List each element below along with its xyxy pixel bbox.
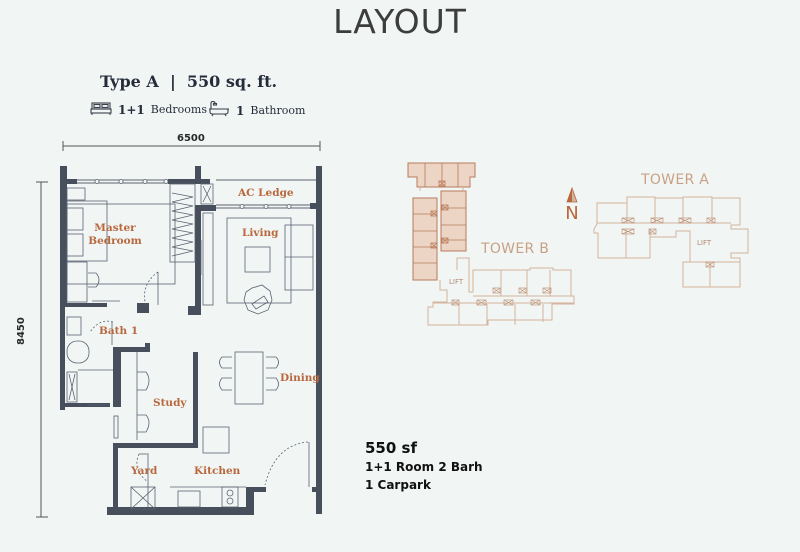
room-label-living: Living <box>242 227 279 239</box>
unit-summary: 550 sf 1+1 Room 2 Barh 1 Carpark <box>365 438 483 494</box>
bathroom-label: Bathroom <box>250 104 306 117</box>
room-label-study: Study <box>153 397 187 409</box>
tower-a-lift-label: LIFT <box>697 239 712 247</box>
bedroom-label: Bedrooms <box>150 103 207 116</box>
bathrooms-info: 1 Bathroom <box>208 100 306 120</box>
bathtub-icon <box>208 100 230 120</box>
bedrooms-info: 1+1 Bedrooms <box>90 101 207 118</box>
page-title: LAYOUT <box>333 2 467 41</box>
room-label-yard: Yard <box>131 465 158 477</box>
tower-b-lift-label: LIFT <box>449 278 464 286</box>
room-label-kitchen: Kitchen <box>194 465 241 477</box>
summary-area: 550 sf <box>365 439 417 457</box>
width-dimension: 6500 <box>177 133 205 144</box>
tower-b-label: TOWER B <box>481 241 550 257</box>
summary-parking: 1 Carpark <box>365 478 431 492</box>
tower-a-label: TOWER A <box>641 172 710 188</box>
summary-rooms: 1+1 Room 2 Barh <box>365 460 483 474</box>
unit-type-label: Type A | 550 sq. ft. <box>100 72 278 91</box>
room-label-ac-ledge: AC Ledge <box>238 187 294 199</box>
room-label-bath-1: Bath 1 <box>99 325 139 337</box>
bathroom-count: 1 <box>236 103 245 118</box>
room-label-dining: Dining <box>280 372 320 384</box>
north-label: N <box>565 203 579 224</box>
bed-icon <box>90 101 112 118</box>
bedroom-count: 1+1 <box>118 102 145 117</box>
